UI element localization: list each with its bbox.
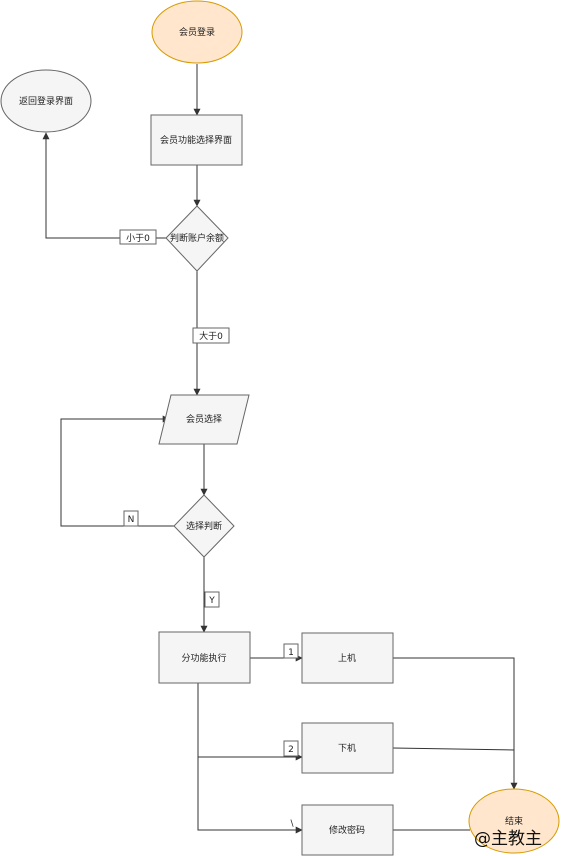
node-member-login-label: 会员登录 <box>179 26 215 38</box>
edges <box>42 64 518 834</box>
node-go-online: 上机 <box>301 632 394 684</box>
edge-label-greater-than-zero: 大于0 <box>192 327 230 344</box>
node-go-offline: 下机 <box>301 722 394 774</box>
node-end-label: 结束 <box>505 815 523 827</box>
node-return-login: 返回登录界面 <box>0 69 92 133</box>
node-judge-balance: 判断账户余额 <box>165 205 229 272</box>
edge-online-to-end <box>393 657 518 790</box>
edge-label-yes: Y <box>204 591 220 608</box>
edge-label-greater-than-zero-text: 大于0 <box>199 330 223 342</box>
node-member-choice-label: 会员选择 <box>186 413 222 425</box>
node-func-select: 会员功能选择界面 <box>150 114 243 166</box>
node-choice-judge-label: 选择判断 <box>186 520 222 532</box>
node-dispatch: 分功能执行 <box>158 631 251 684</box>
edge-label-two-text: 2 <box>288 745 294 755</box>
edge-label-backslash: \ <box>290 819 294 829</box>
edge-choicejudge-loop-back <box>60 415 174 527</box>
edge-offline-to-end <box>392 747 515 751</box>
node-go-offline-label: 下机 <box>338 742 356 754</box>
edge-judge-to-return <box>42 132 166 239</box>
edge-label-two: 2 <box>283 740 299 757</box>
node-judge-balance-label: 判断账户余额 <box>170 232 224 244</box>
node-choice-judge: 选择判断 <box>173 494 235 558</box>
edge-label-less-than-zero: 小于0 <box>119 229 157 245</box>
edge-label-less-than-zero-text: 小于0 <box>126 233 150 244</box>
node-member-choice: 会员选择 <box>158 394 250 445</box>
node-return-login-label: 返回登录界面 <box>19 95 73 107</box>
node-change-pwd-label: 修改密码 <box>329 824 365 836</box>
watermark-text: @主教主 <box>474 829 542 849</box>
node-go-online-label: 上机 <box>338 652 356 664</box>
edge-label-no: N <box>123 510 139 527</box>
node-func-select-label: 会员功能选择界面 <box>160 134 232 146</box>
edge-label-one-text: 1 <box>288 648 294 658</box>
node-member-login: 会员登录 <box>151 0 243 64</box>
node-change-pwd: 修改密码 <box>301 804 394 856</box>
edge-dispatch-to-changepwd <box>197 757 303 834</box>
edge-label-one: 1 <box>283 643 299 659</box>
edge-label-no-text: N <box>128 515 135 525</box>
node-end: 结束 <box>468 788 560 854</box>
edge-label-yes-text: Y <box>208 596 215 606</box>
node-dispatch-label: 分功能执行 <box>181 652 226 664</box>
